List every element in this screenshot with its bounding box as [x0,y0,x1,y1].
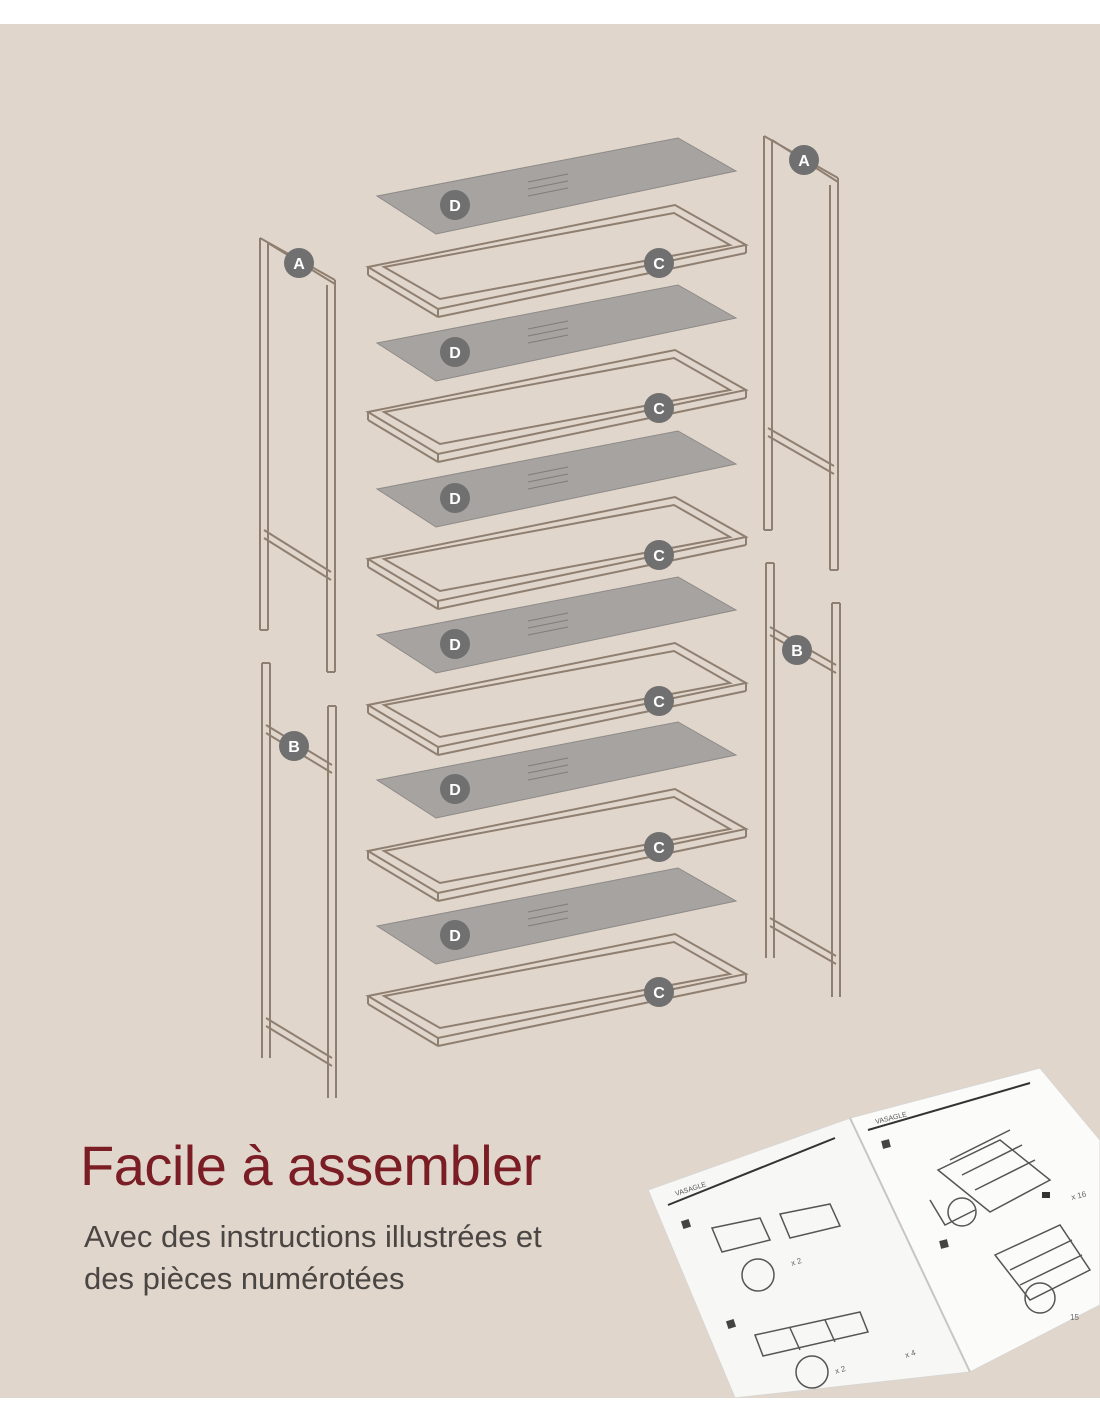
badge-a-right: A [789,145,819,175]
badge-c: C [644,540,674,570]
shelf-board-d: D [375,576,738,674]
left-side-frame-a [259,237,336,673]
manual-qty-step1: x 2 [790,1256,803,1268]
instruction-manual-illustration: VASAGLE VASAGLE x 2 x 2 x 4 [647,1067,1100,1398]
left-leg-frame-b [261,662,337,1098]
manual-qty-right: x 16 [1070,1189,1087,1202]
badge-c: C [644,832,674,862]
shelf-frame-c [365,787,749,902]
shelf-frame-c [365,348,749,463]
exploded-assembly-diagram: A B A [259,135,841,1098]
subline-line-2: des pièces numérotées [84,1261,405,1296]
badge-d-label: D [449,928,461,945]
shelf-frame-c [365,932,749,1047]
badge-c: C [644,248,674,278]
badge-d-label: D [449,637,461,654]
badge-b-right-label: B [791,643,803,660]
badge-c-label: C [653,694,665,711]
badge-c: C [644,393,674,423]
badge-c-label: C [653,256,665,273]
badge-d-label: D [449,345,461,362]
shelf-board-d: D [375,137,738,235]
badge-b-left-label: B [288,739,300,756]
badge-b-right: B [782,635,812,665]
manual-page-number: 15 [1070,1313,1079,1322]
shelf-board-d: D [375,284,738,382]
badge-c-label: C [653,401,665,418]
badge-d-label: D [449,491,461,508]
shelf-frame-c [365,641,749,756]
badge-c-label: C [653,548,665,565]
badge-b-left: B [279,731,309,761]
shelf-board-d: D [375,430,738,528]
badge-c: C [644,977,674,1007]
manual-qty-step2: x 2 [834,1364,847,1376]
manual-booklet: VASAGLE VASAGLE x 2 x 2 x 4 [647,1067,1100,1398]
shelf-stack: D D D D D D C C C C C C [365,137,749,1047]
headline: Facile à assembler [80,1134,541,1197]
badge-c: C [644,686,674,716]
badge-a-left-label: A [293,256,305,273]
subline: Avec des instructions illustrées et des … [84,1216,542,1300]
badge-c-label: C [653,985,665,1002]
badge-c-label: C [653,840,665,857]
badge-d-label: D [449,198,461,215]
shelf-frame-c [365,203,749,318]
shelf-frame-c [365,495,749,610]
manual-qty-step2b: x 4 [904,1348,917,1360]
badge-a-left: A [284,248,314,278]
shelf-board-d: D [375,721,738,819]
product-image-canvas: A B A [0,24,1100,1398]
subline-line-1: Avec des instructions illustrées et [84,1219,542,1254]
badge-a-right-label: A [798,153,810,170]
right-side-frame-a [763,135,839,571]
shelf-board-d: D [375,867,738,965]
badge-d-label: D [449,782,461,799]
